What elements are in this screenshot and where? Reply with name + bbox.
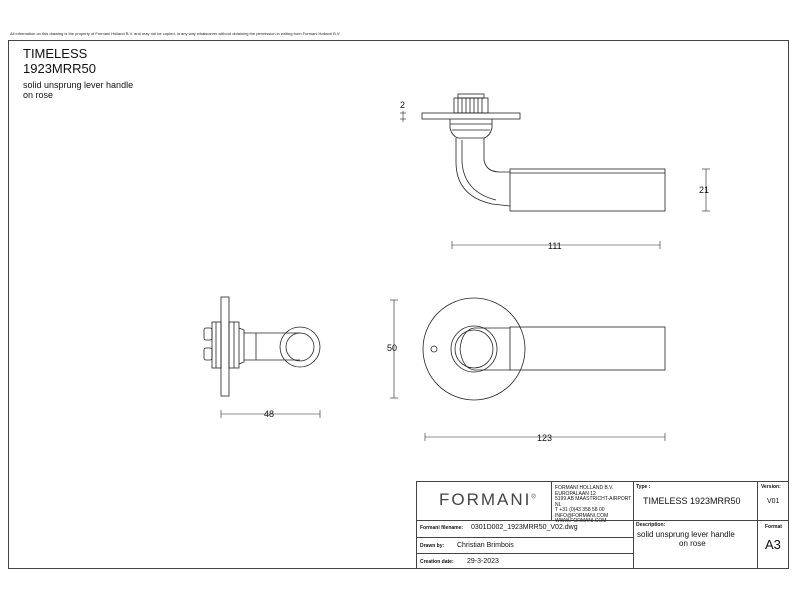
product-model-title: 1923MRR50	[23, 61, 96, 76]
product-series-title: TIMELESS	[23, 46, 88, 61]
top-view-lever-grip	[509, 168, 666, 212]
creation-date-value: 29-3-2023	[467, 558, 499, 565]
top-view-lever	[421, 93, 666, 212]
dimension-rose-thickness: 2	[400, 100, 406, 110]
top-view-dimension-lines	[400, 111, 710, 249]
disclaimer-text: All information on this drawing is the p…	[10, 31, 341, 36]
version-label: Version:	[761, 484, 781, 490]
side-view-lever-end	[279, 326, 321, 368]
side-view-lever	[203, 296, 321, 397]
front-view-rose	[422, 297, 526, 401]
dimension-lever-length: 111	[548, 241, 562, 251]
dimension-overall-length: 123	[537, 433, 553, 443]
type-value: TIMELESS 1923MRR50	[643, 496, 741, 506]
dimension-side-depth: 48	[264, 409, 275, 419]
formani-logo: FORMANI®	[439, 490, 538, 509]
front-view-screw-hole	[430, 345, 438, 353]
front-view-dimension-lines	[390, 299, 666, 441]
drawn-by-label: Drawn by:	[420, 543, 445, 549]
creation-date-label: Creation date:	[420, 559, 454, 565]
description-line2: on rose	[679, 539, 706, 548]
product-description-line1: solid unsprung lever handle	[23, 80, 134, 90]
drawn-by-value: Christian Brimbois	[457, 542, 514, 549]
dimension-lever-height: 21	[699, 185, 710, 195]
side-view-dimension-lines	[220, 410, 321, 418]
filename-value: 0301D002_1923MRR50_V02.dwg	[471, 524, 578, 531]
front-view-lever	[422, 297, 666, 401]
description-line1: solid unsprung lever handle	[637, 530, 735, 539]
type-label: Type :	[636, 484, 651, 490]
format-value: A3	[765, 537, 781, 552]
version-value: V01	[767, 498, 780, 505]
top-view-spindle-housing	[453, 97, 489, 114]
side-view-rose	[220, 296, 230, 397]
product-description-line2: on rose	[23, 90, 54, 100]
description-label: Description:	[636, 522, 666, 528]
company-address: FORMANI HOLLAND B.V. EUROPALAAN 12 5199 …	[555, 485, 632, 524]
format-label: Format	[765, 524, 782, 530]
title-block: FORMANI® FORMANI HOLLAND B.V. EUROPALAAN…	[416, 481, 789, 569]
dimension-rose-diameter: 50	[387, 343, 398, 353]
drawing-sheet-border	[8, 40, 789, 569]
top-view-rose-plate	[421, 112, 521, 120]
filename-label: Formani filename:	[420, 525, 464, 531]
front-view-lever-grip	[509, 326, 666, 371]
